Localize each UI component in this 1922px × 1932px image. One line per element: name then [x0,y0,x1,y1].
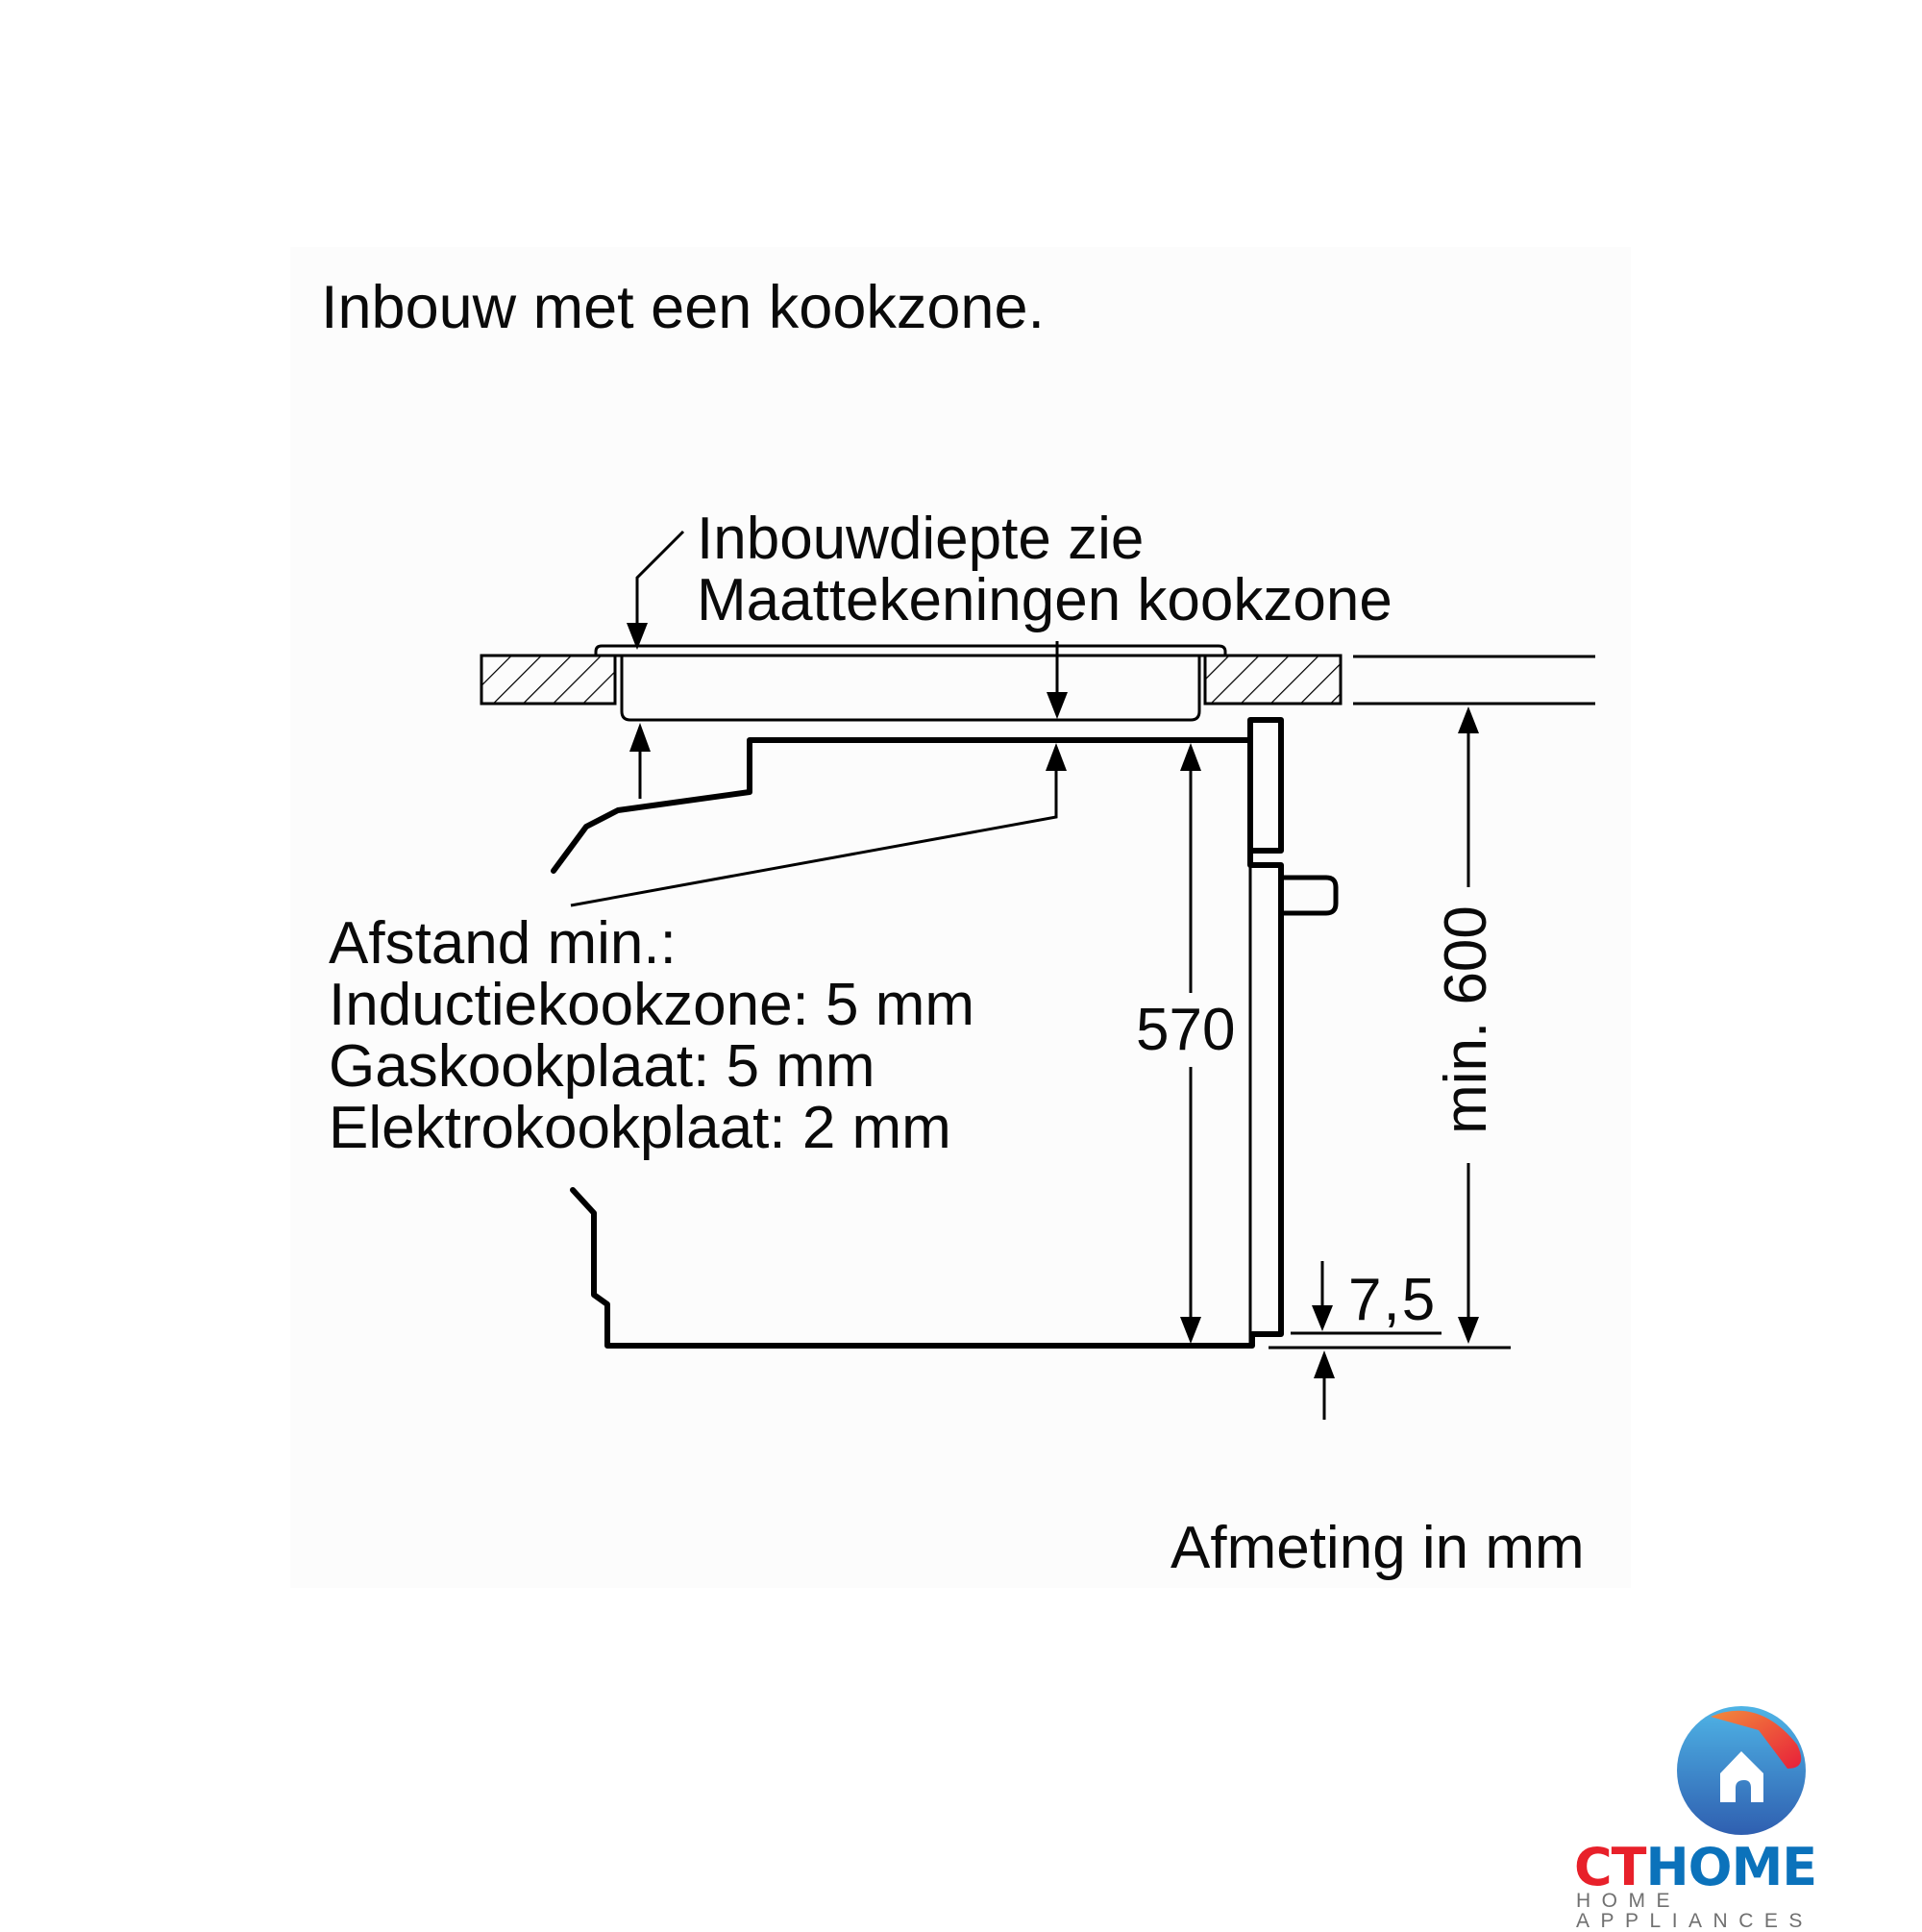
house-circle-icon [1677,1706,1806,1835]
diagram-background-panel [290,247,1631,1588]
clearance-gas: Gaskookplaat: 5 mm [329,1033,875,1100]
countertop-left [480,654,617,706]
diagram-title: Inbouw met een kookzone. [321,274,1045,341]
dimension-min-600 [1458,706,1479,1344]
logo-tagline: HOME APPLIANCES [1576,1890,1813,1932]
dimension-570 [1180,743,1201,1344]
dimension-min-600-label: min. 600 [1433,905,1499,1134]
clearance-induction: Inductiekookzone: 5 mm [329,972,975,1038]
hob-depth-leader [627,530,685,650]
dimension-7-5 [1269,1261,1511,1420]
dimension-7-5-label: 7,5 [1348,1267,1438,1333]
oven-door [1247,717,1284,1346]
units-note: Afmeting in mm [1170,1515,1585,1581]
hob-depth-label-line2: Maattekeningen kookzone [697,567,1392,633]
hob-depth-label-line1: Inbouwdiepte zie [697,506,1145,572]
dimension-570-label: 570 [1136,997,1236,1063]
clearance-arrow-left [629,723,651,799]
oven-body [551,737,1255,1349]
logo-wordmark: CTHOME [1574,1837,1817,1897]
cthome-logo: CTHOME HOME APPLIANCES [1566,1701,1903,1931]
clearance-heading: Afstand min.: [329,910,677,977]
hob [594,644,1227,722]
countertop-right [1203,654,1343,706]
clearance-electric: Elektrokookplaat: 2 mm [329,1095,951,1161]
gap-arrow-down [1047,641,1068,719]
clearance-leader [570,743,1067,907]
oven-handle [1281,875,1339,916]
